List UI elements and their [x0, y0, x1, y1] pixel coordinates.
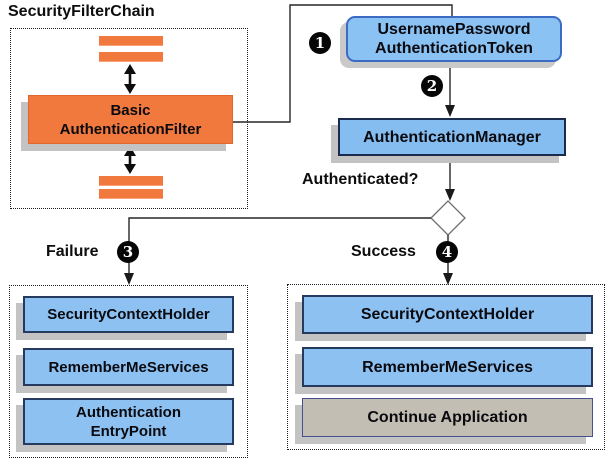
filter-placeholder-bar	[99, 52, 163, 62]
remember-me-services-box-failure: RememberMeServices	[23, 348, 234, 386]
failure-branch-container	[9, 285, 248, 458]
step-4-badge: 4	[436, 241, 458, 263]
filter-placeholder-bar	[99, 36, 163, 46]
continue-application-box: Continue Application	[302, 398, 593, 437]
success-branch-container	[287, 284, 605, 450]
security-filter-chain-container	[10, 28, 248, 209]
authentication-manager-box: AuthenticationManager	[338, 118, 566, 156]
filter-placeholder-bar	[99, 189, 163, 199]
failure-label: Failure	[46, 243, 99, 260]
basic-authentication-filter-box: Basic AuthenticationFilter	[28, 95, 233, 144]
diagram-title: SecurityFilterChain	[8, 3, 155, 20]
success-label: Success	[351, 243, 416, 260]
decision-diamond	[430, 200, 466, 236]
authentication-entry-point-box: Authentication EntryPoint	[23, 398, 234, 445]
step-1-badge: 1	[309, 32, 331, 54]
authenticated-question-label: Authenticated?	[302, 171, 419, 188]
bidirectional-arrow-icon	[124, 64, 136, 94]
security-context-holder-box-failure: SecurityContextHolder	[23, 296, 234, 333]
filter-placeholder-bar	[99, 176, 163, 186]
filter-to-token-connector	[233, 4, 453, 123]
step-3-badge: 3	[117, 241, 139, 263]
security-context-holder-box-success: SecurityContextHolder	[302, 295, 593, 334]
token-to-manager-arrow	[445, 62, 455, 117]
manager-to-decision-arrow	[445, 156, 455, 201]
remember-me-services-box-success: RememberMeServices	[302, 347, 593, 387]
username-password-authentication-token-box: UsernamePassword AuthenticationToken	[346, 16, 562, 62]
bidirectional-arrow-icon	[124, 146, 136, 174]
step-2-badge: 2	[421, 75, 443, 97]
